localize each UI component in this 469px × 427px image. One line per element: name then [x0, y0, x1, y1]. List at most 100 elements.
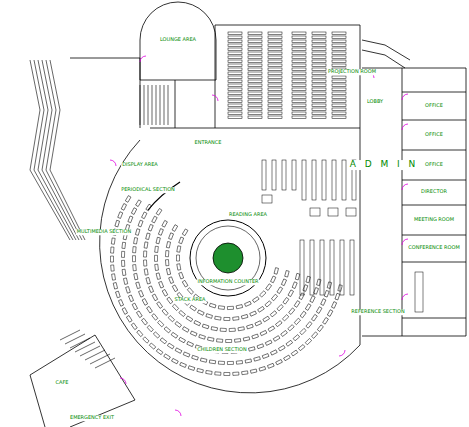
- seat: [228, 52, 242, 55]
- stair-tread: [95, 358, 115, 368]
- seat: [332, 40, 346, 43]
- seat: [292, 116, 306, 119]
- seat: [226, 339, 232, 342]
- walls: [30, 2, 466, 427]
- display-counter: [148, 182, 180, 210]
- seat: [332, 112, 346, 115]
- seat: [245, 301, 252, 306]
- seat: [157, 302, 163, 309]
- seat: [228, 44, 242, 47]
- stair-tread: [152, 85, 153, 125]
- seat: [332, 64, 346, 67]
- seat: [250, 311, 257, 316]
- seat: [335, 293, 340, 300]
- seat: [129, 295, 134, 302]
- seat: [132, 303, 137, 310]
- seat: [248, 92, 262, 95]
- seat: [312, 100, 326, 103]
- seat: [234, 339, 240, 343]
- seat: [278, 345, 285, 351]
- room-label: MULTIMEDIA SECTION: [76, 229, 132, 235]
- stair-tread: [156, 85, 157, 125]
- seat: [292, 282, 297, 289]
- seat: [218, 306, 224, 310]
- seat: [228, 32, 242, 35]
- seat: [312, 64, 326, 67]
- seat: [294, 318, 300, 324]
- seat: [268, 72, 282, 75]
- seat: [141, 318, 147, 325]
- seat: [133, 265, 137, 271]
- seat: [177, 264, 181, 270]
- seat: [228, 64, 242, 67]
- seat: [332, 32, 346, 35]
- seat: [238, 327, 244, 331]
- seat: [220, 328, 226, 331]
- seat: [257, 344, 264, 349]
- seat: [312, 104, 326, 107]
- room-label: ENTRANCE: [193, 140, 222, 146]
- seat: [156, 273, 160, 280]
- seat: [228, 60, 242, 63]
- shelf: [272, 160, 276, 190]
- seat: [312, 92, 326, 95]
- seat: [211, 327, 217, 331]
- seat: [197, 368, 204, 372]
- doors: [110, 56, 408, 416]
- seat: [152, 216, 157, 223]
- seat: [248, 80, 262, 83]
- seat: [131, 208, 136, 215]
- seat: [165, 251, 168, 257]
- seat: [136, 200, 142, 207]
- seat: [292, 60, 306, 63]
- seat: [298, 345, 305, 351]
- seat: [266, 284, 272, 291]
- seat: [249, 347, 256, 351]
- seat: [274, 268, 278, 275]
- seat: [288, 325, 294, 331]
- seat: [312, 48, 326, 51]
- seat: [172, 285, 178, 292]
- seat: [292, 72, 306, 75]
- seat: [177, 246, 181, 252]
- seat: [132, 256, 135, 262]
- seat: [149, 343, 156, 349]
- seat: [292, 88, 306, 91]
- seat: [228, 112, 242, 115]
- seat: [252, 334, 259, 339]
- room-label: MEETING ROOM: [413, 217, 455, 223]
- seat: [332, 76, 346, 79]
- seat: [146, 277, 151, 284]
- seat: [248, 60, 262, 63]
- seat: [179, 337, 186, 343]
- seat: [156, 237, 160, 244]
- seat: [248, 72, 262, 75]
- seat: [164, 354, 171, 360]
- seat: [169, 277, 174, 284]
- seat: [292, 40, 306, 43]
- seat: [116, 291, 121, 298]
- seat: [332, 56, 346, 59]
- seat: [281, 330, 288, 336]
- seat: [292, 108, 306, 111]
- seat: [268, 96, 282, 99]
- seat: [245, 359, 251, 363]
- seat: [292, 56, 306, 59]
- seat: [123, 278, 127, 285]
- seat: [271, 276, 276, 283]
- seat: [134, 238, 138, 244]
- seat: [332, 108, 346, 111]
- seat: [310, 296, 315, 303]
- seat: [292, 112, 306, 115]
- seat: [306, 322, 312, 329]
- room-label: CAFE: [55, 380, 70, 386]
- seat: [154, 255, 157, 261]
- table: [328, 208, 338, 216]
- seat: [305, 304, 311, 311]
- shelf: [282, 160, 286, 190]
- seat: [188, 366, 195, 371]
- seat: [133, 247, 137, 253]
- seat: [284, 355, 291, 361]
- seat: [258, 306, 265, 312]
- seat: [306, 276, 310, 283]
